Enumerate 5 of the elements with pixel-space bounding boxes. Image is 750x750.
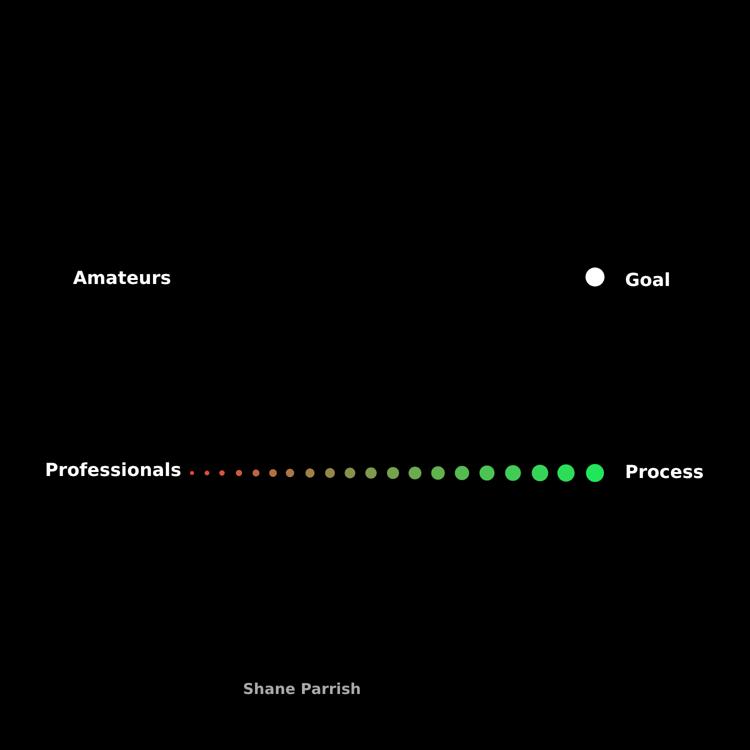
endpoint-label: Process	[625, 462, 704, 483]
group-label: Amateurs	[73, 268, 172, 289]
endpoint-label: Goal	[625, 270, 670, 291]
author-credit: Shane Parrish	[243, 680, 361, 698]
group-label: Professionals	[45, 460, 182, 481]
